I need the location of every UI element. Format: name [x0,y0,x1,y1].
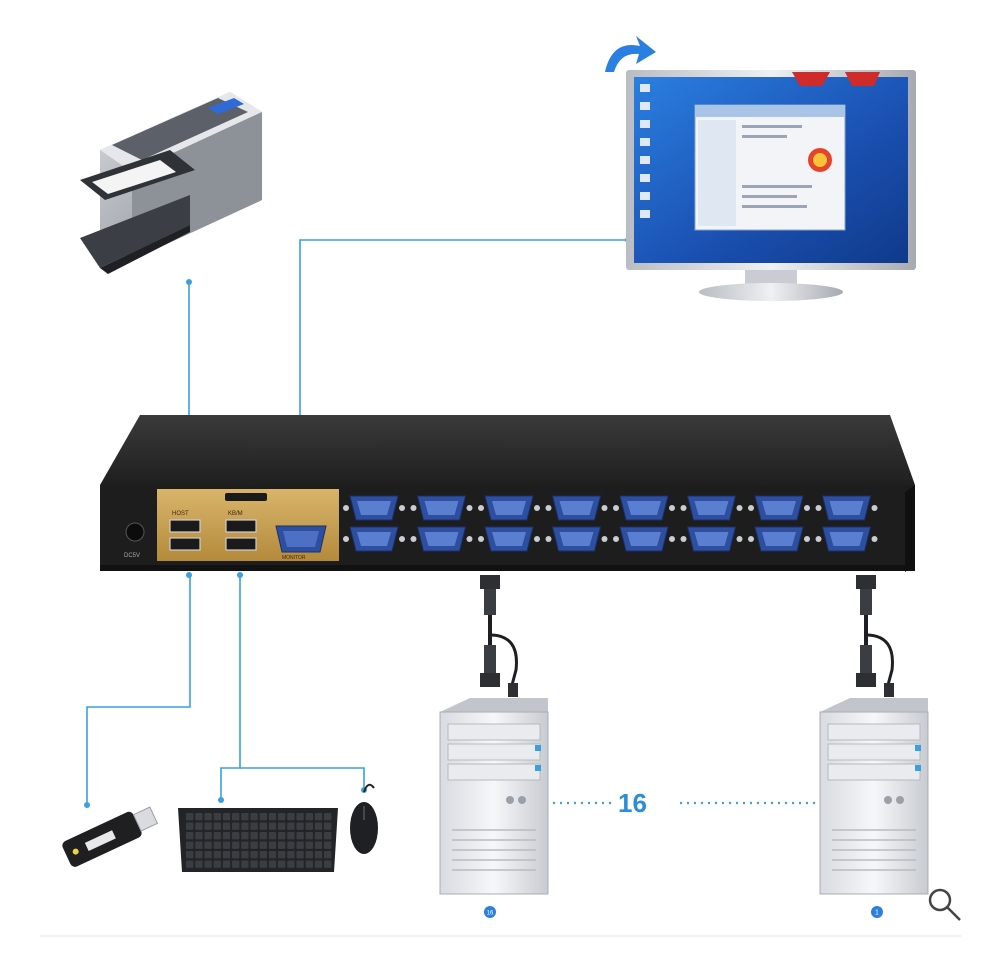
power-label: DC5V [124,553,140,559]
server-16-badge-label: 16 [487,911,494,917]
vga-input-port [343,526,405,552]
vga-out-port [275,525,327,553]
vga-input-port [410,495,473,521]
vga-input-port [410,526,473,552]
vga-input-port [680,526,743,552]
vga-input-port [815,495,878,521]
vga-input-port [545,495,608,521]
usb-stick-icon [62,806,159,867]
usb-ports [169,519,257,551]
magnifier-icon[interactable] [928,888,961,921]
usb-stick-link [86,575,191,805]
kvm-cable-right [856,575,894,697]
server-1-badge-label: 1 [875,910,879,917]
vga-out-label: MONITOR [282,555,306,561]
vga-input-port [613,495,675,521]
return-arrow-icon [605,36,656,72]
vga-input-port [748,526,810,552]
vga-input-port [680,495,743,521]
server-16-icon: 16 [439,698,549,918]
vga-input-port [748,495,810,521]
vga-input-ports [343,495,878,552]
kvm-cable-left [480,575,518,697]
server-16-badge [484,906,496,918]
server-count-label: 16 [618,788,647,818]
printer-icon [80,92,262,274]
mouse-link [240,767,365,790]
keyboard-link [220,575,241,800]
vga-input-port [815,526,878,552]
vga-input-port [478,495,540,521]
server-1-badge [871,906,883,918]
vga-input-port [478,526,540,552]
vga-input-port [343,495,405,521]
server-1-icon: 1 [819,698,929,918]
vga-input-port [613,526,675,552]
keyboard-icon [178,808,338,872]
kvm-switch: DC5V HOST KB/M MONITOR [100,415,915,572]
usb-host-label: HOST [172,511,189,517]
usb-kbm-label: KB/M [228,511,243,517]
kvm-cables [480,575,894,697]
vga-input-port [545,526,608,552]
power-jack [125,522,145,542]
mouse-icon [350,783,378,854]
monitor-icon [605,36,916,301]
